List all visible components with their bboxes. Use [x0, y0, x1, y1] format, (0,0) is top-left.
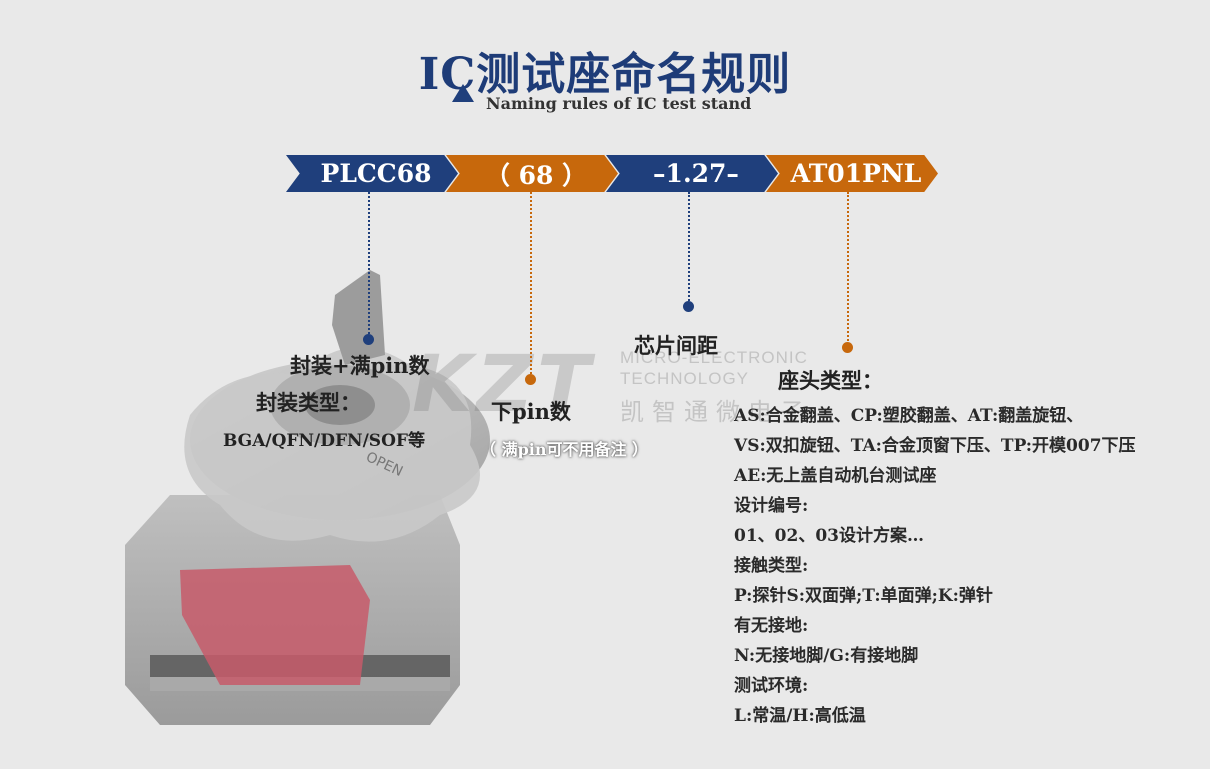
connector-package-line [368, 192, 370, 338]
label-socket-type: 座头类型： [778, 368, 883, 393]
description-line: AE:无上盖自动机台测试座 [734, 466, 937, 486]
label-package-type: 封装类型： [256, 390, 361, 415]
label-chip-pitch: 芯片间距 [634, 333, 718, 358]
watermark-line-2: TECHNOLOGY [620, 369, 750, 388]
connector-lower-pin-dot [525, 374, 536, 385]
connector-pitch-dot [683, 301, 694, 312]
watermark-line-3: 凯智通微电子 [620, 399, 812, 426]
description-line: N:无接地脚/G:有接地脚 [734, 646, 919, 666]
description-line: VS:双扣旋钮、TA:合金顶窗下压、TP:开模007下压 [734, 436, 1136, 456]
connector-package-dot [363, 334, 374, 345]
watermark-line-1: MICRO-ELECTRONIC [620, 348, 808, 367]
code-part-socket-type: AT01PNL [766, 155, 938, 192]
ic-test-socket-image: OPEN [125, 270, 490, 725]
description-line: 接触类型: [734, 556, 809, 576]
title-triangle-icon [452, 84, 474, 102]
connector-lower-pin-line [530, 192, 532, 378]
socket-type-description: AS:合金翻盖、CP:塑胶翻盖、AT:翻盖旋钮、 VS:双扣旋钮、TA:合金顶窗… [734, 401, 1136, 731]
label-package-examples: BGA/QFN/DFN/SOF等 [223, 431, 425, 451]
description-line: 有无接地: [734, 616, 809, 636]
code-part-package: PLCC68 [286, 155, 458, 192]
watermark-logo: KZT [412, 340, 595, 430]
description-line: 设计编号: [734, 496, 809, 516]
code-part-pitch: –1.27– [606, 155, 778, 192]
code-part-package-text: PLCC68 [320, 159, 432, 188]
page-title: IC测试座命名规则 [418, 49, 792, 100]
description-line: 01、02、03设计方案… [734, 526, 924, 546]
code-part-socket-type-text: AT01PNL [790, 159, 922, 188]
label-lower-pin-note: （ 满pin可不用备注 ） [480, 440, 649, 459]
connector-socket-dot [842, 342, 853, 353]
description-line: P:探针S:双面弹;T:单面弹;K:弹针 [734, 586, 993, 606]
label-package-full: 封装+满pin数 [290, 353, 430, 378]
connector-socket-line [847, 192, 849, 345]
description-line: L:常温/H:高低温 [734, 706, 866, 726]
code-part-pitch-text: –1.27– [653, 159, 739, 188]
code-part-lower-pin-text: （ 68 ） [484, 160, 588, 190]
code-part-lower-pin: （ 68 ） [446, 155, 618, 192]
connector-pitch-line [688, 192, 690, 305]
description-line: 测试环境: [734, 676, 809, 696]
label-lower-pin: 下pin数 [491, 399, 571, 424]
description-line: AS:合金翻盖、CP:塑胶翻盖、AT:翻盖旋钮、 [734, 406, 1084, 426]
page-subtitle: Naming rules of IC test stand [486, 94, 752, 113]
